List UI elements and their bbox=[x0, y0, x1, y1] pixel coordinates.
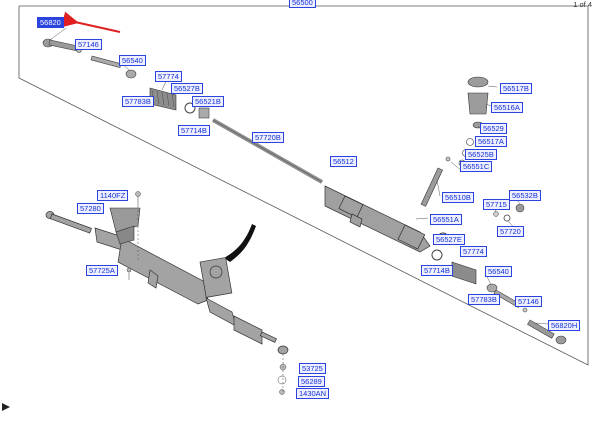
callout-1140fz[interactable]: 1140FZ bbox=[97, 190, 129, 201]
bracket-57280 bbox=[109, 207, 141, 245]
callout-56527e[interactable]: 56527E bbox=[433, 234, 465, 245]
washer-57720 bbox=[503, 214, 511, 222]
callout-53725[interactable]: 53725 bbox=[299, 363, 326, 374]
rack-assembly-lower bbox=[45, 211, 289, 355]
adjust-plug bbox=[515, 203, 525, 213]
callout-56527b[interactable]: 56527B bbox=[171, 83, 203, 94]
callout-56517a[interactable]: 56517A bbox=[475, 136, 507, 147]
callout-57720b[interactable]: 57720B bbox=[252, 132, 284, 143]
callout-57783b[interactable]: 57783B bbox=[122, 96, 154, 107]
callout-57783b-right[interactable]: 57783B bbox=[468, 294, 500, 305]
callout-57146[interactable]: 57146 bbox=[75, 39, 102, 50]
callout-56820[interactable]: 56820 bbox=[37, 17, 64, 28]
bolts-lower bbox=[126, 191, 287, 395]
callout-57774[interactable]: 57774 bbox=[155, 71, 182, 82]
boot-right bbox=[451, 261, 477, 285]
tie-rod-right bbox=[486, 283, 528, 313]
nut-57715 bbox=[493, 211, 499, 217]
callout-56525b[interactable]: 56525B bbox=[465, 149, 497, 160]
callout-56532b[interactable]: 56532B bbox=[509, 190, 541, 201]
callout-56521b[interactable]: 56521B bbox=[192, 96, 224, 107]
callout-56551c[interactable]: 56551C bbox=[460, 161, 493, 172]
callout-56820h[interactable]: 56820H bbox=[548, 320, 581, 331]
callout-56540[interactable]: 56540 bbox=[119, 55, 146, 66]
callout-56529[interactable]: 56529 bbox=[480, 123, 507, 134]
callout-57720[interactable]: 57720 bbox=[497, 226, 524, 237]
callout-56289[interactable]: 56289 bbox=[298, 376, 325, 387]
callout-56510b[interactable]: 56510B bbox=[442, 192, 474, 203]
callout-56516a[interactable]: 56516A bbox=[491, 102, 523, 113]
callout-56512[interactable]: 56512 bbox=[330, 156, 357, 167]
pointer-arrow bbox=[61, 11, 121, 33]
callout-57714b-right[interactable]: 57714B bbox=[421, 265, 453, 276]
clip-ring-left bbox=[184, 102, 196, 114]
callout-57725a[interactable]: 57725A bbox=[86, 265, 118, 276]
callout-57280[interactable]: 57280 bbox=[77, 203, 104, 214]
callout-57774-right[interactable]: 57774 bbox=[460, 246, 487, 257]
rack-housing-upper bbox=[324, 185, 431, 253]
frame-outline bbox=[18, 5, 589, 366]
tie-rod-top bbox=[90, 55, 137, 79]
callout-1430an[interactable]: 1430AN bbox=[296, 388, 330, 399]
callout-56540-right[interactable]: 56540 bbox=[485, 266, 512, 277]
page-indicator: 1 of 4 bbox=[573, 0, 592, 9]
tie-rod-end-right bbox=[527, 319, 567, 345]
callout-57146-right[interactable]: 57146 bbox=[515, 296, 542, 307]
hose-band bbox=[224, 224, 256, 262]
callout-57715[interactable]: 57715 bbox=[483, 199, 510, 210]
callout-56517b[interactable]: 56517B bbox=[500, 83, 532, 94]
assembly-code-label[interactable]: 56500 bbox=[289, 0, 316, 8]
callout-56551a[interactable]: 56551A bbox=[430, 214, 462, 225]
callout-57714b[interactable]: 57714B bbox=[178, 125, 210, 136]
corner-mark bbox=[2, 403, 10, 411]
bushing-left bbox=[198, 107, 210, 119]
